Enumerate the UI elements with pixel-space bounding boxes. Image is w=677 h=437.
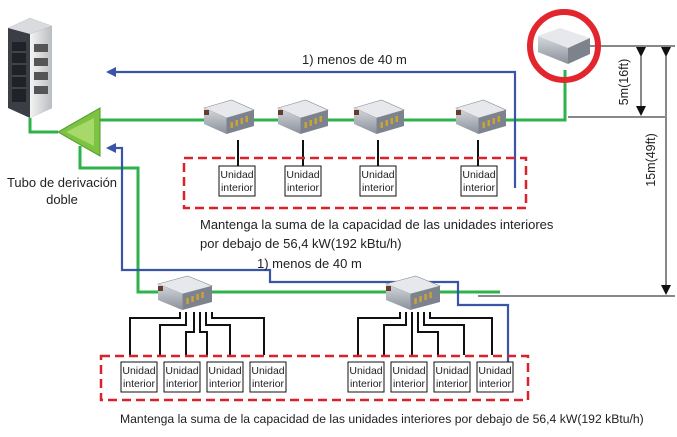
hr-unit-icon: [157, 275, 213, 310]
indoor-unit-label: Unidad: [435, 365, 468, 377]
indoor-unit-label: Unidad: [361, 169, 394, 181]
tube-label-line2: doble: [46, 192, 78, 207]
indoor-unit-label: Unidad: [208, 365, 241, 377]
indoor-unit-label: Unidad: [349, 365, 382, 377]
indoor-group-bottom-box: [99, 354, 530, 402]
indoor-unit-label: interior: [252, 378, 285, 390]
indoor-unit-label: Unidad: [251, 365, 284, 377]
indoor-connections-top: [237, 140, 479, 166]
indoor-units: UnidadinteriorUnidadinteriorUnidadinteri…: [120, 165, 514, 393]
indoor-unit-label: Unidad: [220, 169, 253, 181]
indoor-unit-label: interior: [221, 182, 254, 194]
indoor-unit-label: interior: [123, 378, 156, 390]
hr-unit-icon: [277, 99, 329, 134]
indoor-unit-label: Unidad: [462, 169, 495, 181]
branch-tube-icon: [56, 107, 101, 157]
indoor-unit-label: interior: [436, 378, 469, 390]
height-measurement: [478, 45, 675, 297]
indoor-unit-label: interior: [209, 378, 242, 390]
indoor-unit-label: interior: [463, 182, 496, 194]
hr-unit-icon: [353, 99, 405, 134]
indoor-unit-label: interior: [287, 182, 320, 194]
bottom-distance-label: 1) menos de 40 m: [257, 256, 362, 271]
hr-unit-icon: [203, 99, 255, 134]
indoor-unit-label: Unidad: [392, 365, 425, 377]
capacity-top-line2: por debajo de 56,4 kW(192 kBtu/h): [200, 236, 402, 251]
highlighted-hr-unit: [527, 9, 601, 83]
indoor-unit-label: interior: [479, 378, 512, 390]
indoor-connections-bottom: [129, 312, 493, 355]
hr-unit-icon: [455, 99, 507, 134]
indoor-unit-label: interior: [393, 378, 426, 390]
tube-label-line1: Tubo de derivación: [7, 175, 117, 190]
top-distance-label: 1) menos de 40 m: [302, 52, 407, 67]
capacity-top-line1: Mantenga la suma de la capacidad de las …: [200, 217, 554, 232]
indoor-unit-label: interior: [350, 378, 383, 390]
indoor-unit-label: Unidad: [286, 169, 319, 181]
capacity-bottom-label: Mantenga la suma de la capacidad de las …: [120, 412, 644, 426]
indoor-group-top-box: [182, 156, 528, 210]
indoor-unit-label: Unidad: [122, 365, 155, 377]
indoor-unit-label: Unidad: [165, 365, 198, 377]
highlight-circle: [527, 9, 601, 83]
indoor-unit-label: interior: [362, 182, 395, 194]
distance-arrows: [106, 67, 517, 368]
outdoor-unit-icon: [8, 18, 52, 118]
indoor-unit-label: interior: [166, 378, 199, 390]
hr-unit-row-top: [203, 99, 507, 134]
height-long-label: 15m(49ft): [644, 133, 658, 187]
height-short-label: 5m(16ft): [617, 59, 631, 106]
indoor-unit-label: Unidad: [478, 365, 511, 377]
